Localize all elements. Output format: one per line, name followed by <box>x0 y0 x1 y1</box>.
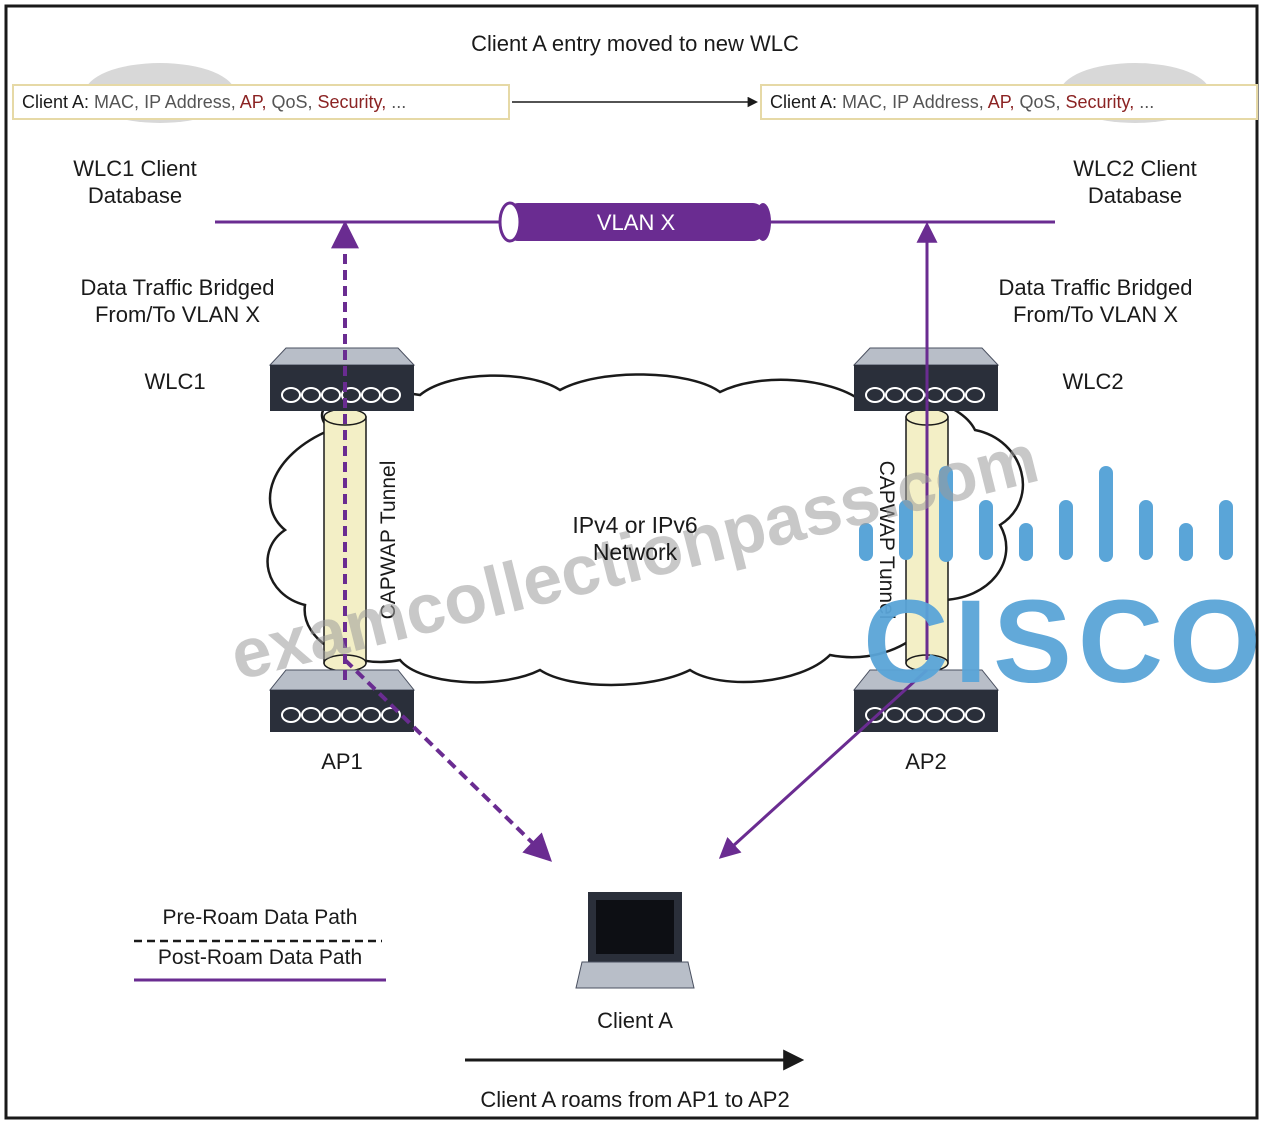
bridged-left-label: Data Traffic Bridged From/To VLAN X <box>50 274 305 328</box>
legend-post-roam: Post-Roam Data Path <box>157 946 363 969</box>
wlc2-db-label-line2: Database <box>1087 183 1183 208</box>
ap2-device-icon <box>852 669 1000 732</box>
network-label-line2: Network <box>592 539 678 565</box>
vlan-pipe <box>508 203 763 241</box>
network-label: IPv4 or IPv6 Network <box>530 512 740 566</box>
wlc1-db-label-line1: WLC1 Client <box>73 156 197 181</box>
client-label: Client A <box>597 1008 673 1033</box>
db-left-ap: AP, <box>235 92 267 112</box>
wlc1-client-db-entry: Client A: MAC, IP Address, AP, QoS, Secu… <box>12 84 510 120</box>
wlc1-device-icon <box>268 347 416 411</box>
vlan-pipe-left-cap <box>498 201 522 243</box>
wlc1-label: WLC1 <box>144 369 206 394</box>
laptop-icon <box>575 892 695 989</box>
wlc2-db-label-line1: WLC2 Client <box>1073 156 1197 181</box>
page-title: Client A entry moved to new WLC <box>471 31 799 56</box>
cisco-logo-icon <box>859 466 1233 562</box>
vlan-label: VLAN X <box>597 210 676 235</box>
ap1-device-icon <box>268 669 416 732</box>
network-label-line1: IPv4 or IPv6 <box>572 512 698 538</box>
ap1-label: AP1 <box>321 749 363 774</box>
db-right-ap: AP, <box>983 92 1015 112</box>
db-right-more: ... <box>1134 92 1155 112</box>
wlc1-db-label: WLC1 Client Database <box>40 155 230 209</box>
wlc1-db-label-line2: Database <box>87 183 183 208</box>
db-right-qos: QoS, <box>1014 92 1061 112</box>
bridged-right-line1: Data Traffic Bridged <box>998 275 1193 300</box>
db-left-qos: QoS, <box>266 92 313 112</box>
db-right-mac: MAC, <box>837 92 888 112</box>
db-left-ip: IP Address, <box>139 92 236 112</box>
db-left-security: Security, <box>312 92 387 112</box>
wlc2-db-label: WLC2 Client Database <box>1040 155 1230 209</box>
cisco-logo-text: CISCO <box>863 576 1263 708</box>
wlc2-label: WLC2 <box>1062 369 1124 394</box>
bridged-right-label: Data Traffic Bridged From/To VLAN X <box>968 274 1223 328</box>
roam-caption: Client A roams from AP1 to AP2 <box>480 1087 790 1112</box>
tunnel-right-label: CAPWAP Tunnel <box>875 461 898 620</box>
vlan-pipe-right-cap <box>755 203 771 241</box>
bridged-left-line1: Data Traffic Bridged <box>80 275 275 300</box>
ap2-label: AP2 <box>905 749 947 774</box>
outer-border <box>4 4 1259 1120</box>
wlc2-client-db-entry: Client A: MAC, IP Address, AP, QoS, Secu… <box>760 84 1258 120</box>
bridged-left-line2: From/To VLAN X <box>94 302 261 327</box>
db-left-more: ... <box>386 92 407 112</box>
db-right-ip: IP Address, <box>887 92 984 112</box>
legend-pre-roam: Pre-Roam Data Path <box>162 906 358 929</box>
db-left-mac: MAC, <box>89 92 140 112</box>
db-right-client-label: Client A: <box>770 92 838 112</box>
db-left-client-label: Client A: <box>22 92 90 112</box>
db-right-security: Security, <box>1060 92 1135 112</box>
post-roam-path-to-client <box>718 668 929 859</box>
bridged-right-line2: From/To VLAN X <box>1012 302 1179 327</box>
tunnel-left-label: CAPWAP Tunnel <box>377 461 400 620</box>
